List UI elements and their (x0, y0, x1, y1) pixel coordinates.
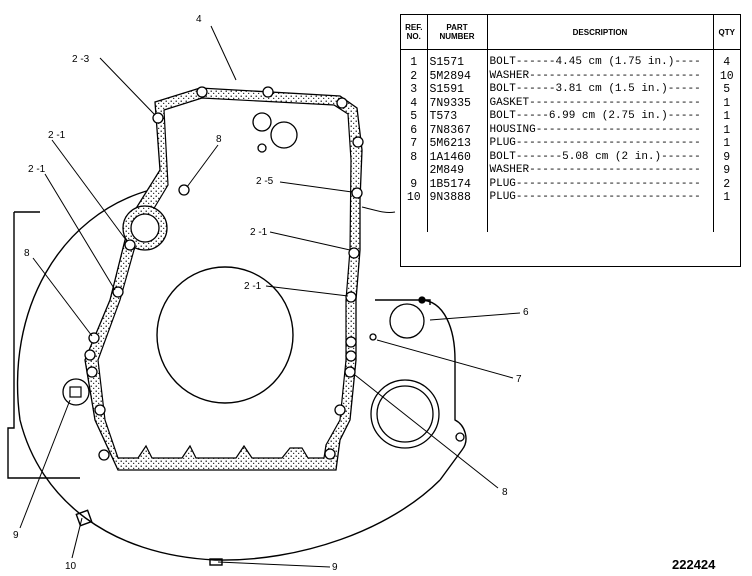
cell-part-number: 1A1460 (427, 150, 488, 164)
callout-7: 7 (516, 374, 522, 385)
cell-ref (401, 164, 428, 178)
table-row: 6 7N8367 HOUSING------------------------… (401, 123, 740, 137)
cell-ref: 6 (401, 123, 428, 137)
callout-2-1-d: 2 -1 (244, 281, 262, 292)
gasket-bolts (84, 86, 364, 461)
crankshaft-bore (156, 266, 294, 404)
cell-description: WASHER-------------------------- (487, 164, 714, 178)
table-row: 8 1A1460 BOLT-------5.08 cm (2 in.)-----… (401, 150, 740, 164)
timing-hole-boss (122, 205, 168, 251)
callout-9-bottom: 9 (332, 562, 338, 573)
table-header-row: REF. NO. PART NUMBER DESCRIPTION QTY (401, 15, 740, 50)
cell-ref: 4 (401, 96, 428, 110)
cell-qty: 1 (723, 137, 731, 150)
cell-part-number: 7N8367 (427, 123, 488, 137)
cell-part-number: 5M6213 (427, 137, 488, 151)
cell-qty: 1 (723, 123, 731, 137)
cell-qty: 4 (723, 56, 731, 69)
cell-ref: 1 (401, 49, 428, 70)
housing-outline (7, 189, 467, 566)
header-description: DESCRIPTION (487, 15, 714, 50)
parts-list-table: REF. NO. PART NUMBER DESCRIPTION QTY 1 S… (400, 14, 741, 267)
cell-part-number: 1B5174 (427, 177, 488, 191)
cell-qty: 1 (723, 96, 731, 110)
callout-8-upper: 8 (216, 134, 222, 145)
callout-2-3: 2 -3 (72, 54, 90, 65)
cell-qty: 10 (719, 69, 734, 83)
cell-qty: 5 (723, 83, 731, 96)
table-row: 5 T573 BOLT-----6.99 cm (2.75 in.)----- … (401, 110, 740, 124)
callout-4: 4 (196, 14, 202, 25)
cell-description: PLUG---------------------------- (487, 137, 714, 151)
cell-part-number: 7N9335 (427, 96, 488, 110)
header-qty: QTY (713, 15, 740, 50)
table-row: 2 5M2894 WASHER-------------------------… (401, 69, 740, 83)
cell-ref: 7 (401, 137, 428, 151)
table-row: 10 9N3888 PLUG--------------------------… (401, 191, 740, 205)
housing-plug (62, 378, 90, 406)
cell-part-number: 9N3888 (427, 191, 488, 205)
cell-qty: 9 (723, 150, 731, 164)
callout-9-left: 9 (13, 530, 19, 541)
table-row: 4 7N9335 GASKET-------------------------… (401, 96, 740, 110)
callout-8-lower: 8 (502, 487, 508, 498)
cell-ref: 10 (401, 191, 428, 205)
callout-8-left: 8 (24, 248, 30, 259)
cell-qty: 1 (723, 110, 731, 123)
cell-ref: 5 (401, 110, 428, 124)
table-row: 2M849 WASHER-------------------------- 9 (401, 164, 740, 178)
callout-10: 10 (65, 561, 77, 572)
table-row: 7 5M6213 PLUG---------------------------… (401, 137, 740, 151)
cell-qty: 9 (723, 164, 731, 177)
cell-part-number: T573 (427, 110, 488, 124)
callout-6: 6 (523, 307, 529, 318)
drawing-number: 222424 (672, 557, 716, 572)
cell-part-number: 2M849 (427, 164, 488, 178)
cell-ref: 3 (401, 83, 428, 97)
cell-qty: 1 (723, 191, 731, 204)
callout-2-1-b: 2 -1 (28, 164, 46, 175)
cell-description: PLUG---------------------------- (487, 177, 714, 191)
cell-ref: 8 (401, 150, 428, 164)
cell-qty: 2 (723, 177, 731, 191)
cell-ref: 9 (401, 177, 428, 191)
callout-2-1-a: 2 -1 (48, 130, 66, 141)
housing-ports (369, 296, 465, 449)
cell-description: BOLT------3.81 cm (1.5 in.)----- (487, 83, 714, 97)
cell-description: GASKET-------------------------- (487, 96, 714, 110)
cell-description: BOLT------4.45 cm (1.75 in.)---- (487, 49, 714, 70)
cell-part-number: S1591 (427, 83, 488, 97)
table-row: 9 1B5174 PLUG---------------------------… (401, 177, 740, 191)
cell-description: BOLT-------5.08 cm (2 in.)------ (487, 150, 714, 164)
header-part-number: PART NUMBER (427, 15, 488, 50)
cell-description: PLUG---------------------------- (487, 191, 714, 205)
header-ref-no: REF. NO. (401, 15, 428, 50)
upper-holes (252, 112, 298, 153)
cell-description: BOLT-----6.99 cm (2.75 in.)----- (487, 110, 714, 124)
callout-2-1-c: 2 -1 (250, 227, 268, 238)
cell-description: HOUSING------------------------- (487, 123, 714, 137)
leader-lines (19, 25, 521, 568)
callout-2-5: 2 -5 (256, 176, 274, 187)
cell-description: WASHER-------------------------- (487, 69, 714, 83)
table-row-empty (401, 204, 740, 232)
cell-part-number: 5M2894 (427, 69, 488, 83)
cell-ref: 2 (401, 69, 428, 83)
table-row: 1 S1571 BOLT------4.45 cm (1.75 in.)----… (401, 49, 740, 70)
cell-part-number: S1571 (427, 49, 488, 70)
table-row: 3 S1591 BOLT------3.81 cm (1.5 in.)-----… (401, 83, 740, 97)
